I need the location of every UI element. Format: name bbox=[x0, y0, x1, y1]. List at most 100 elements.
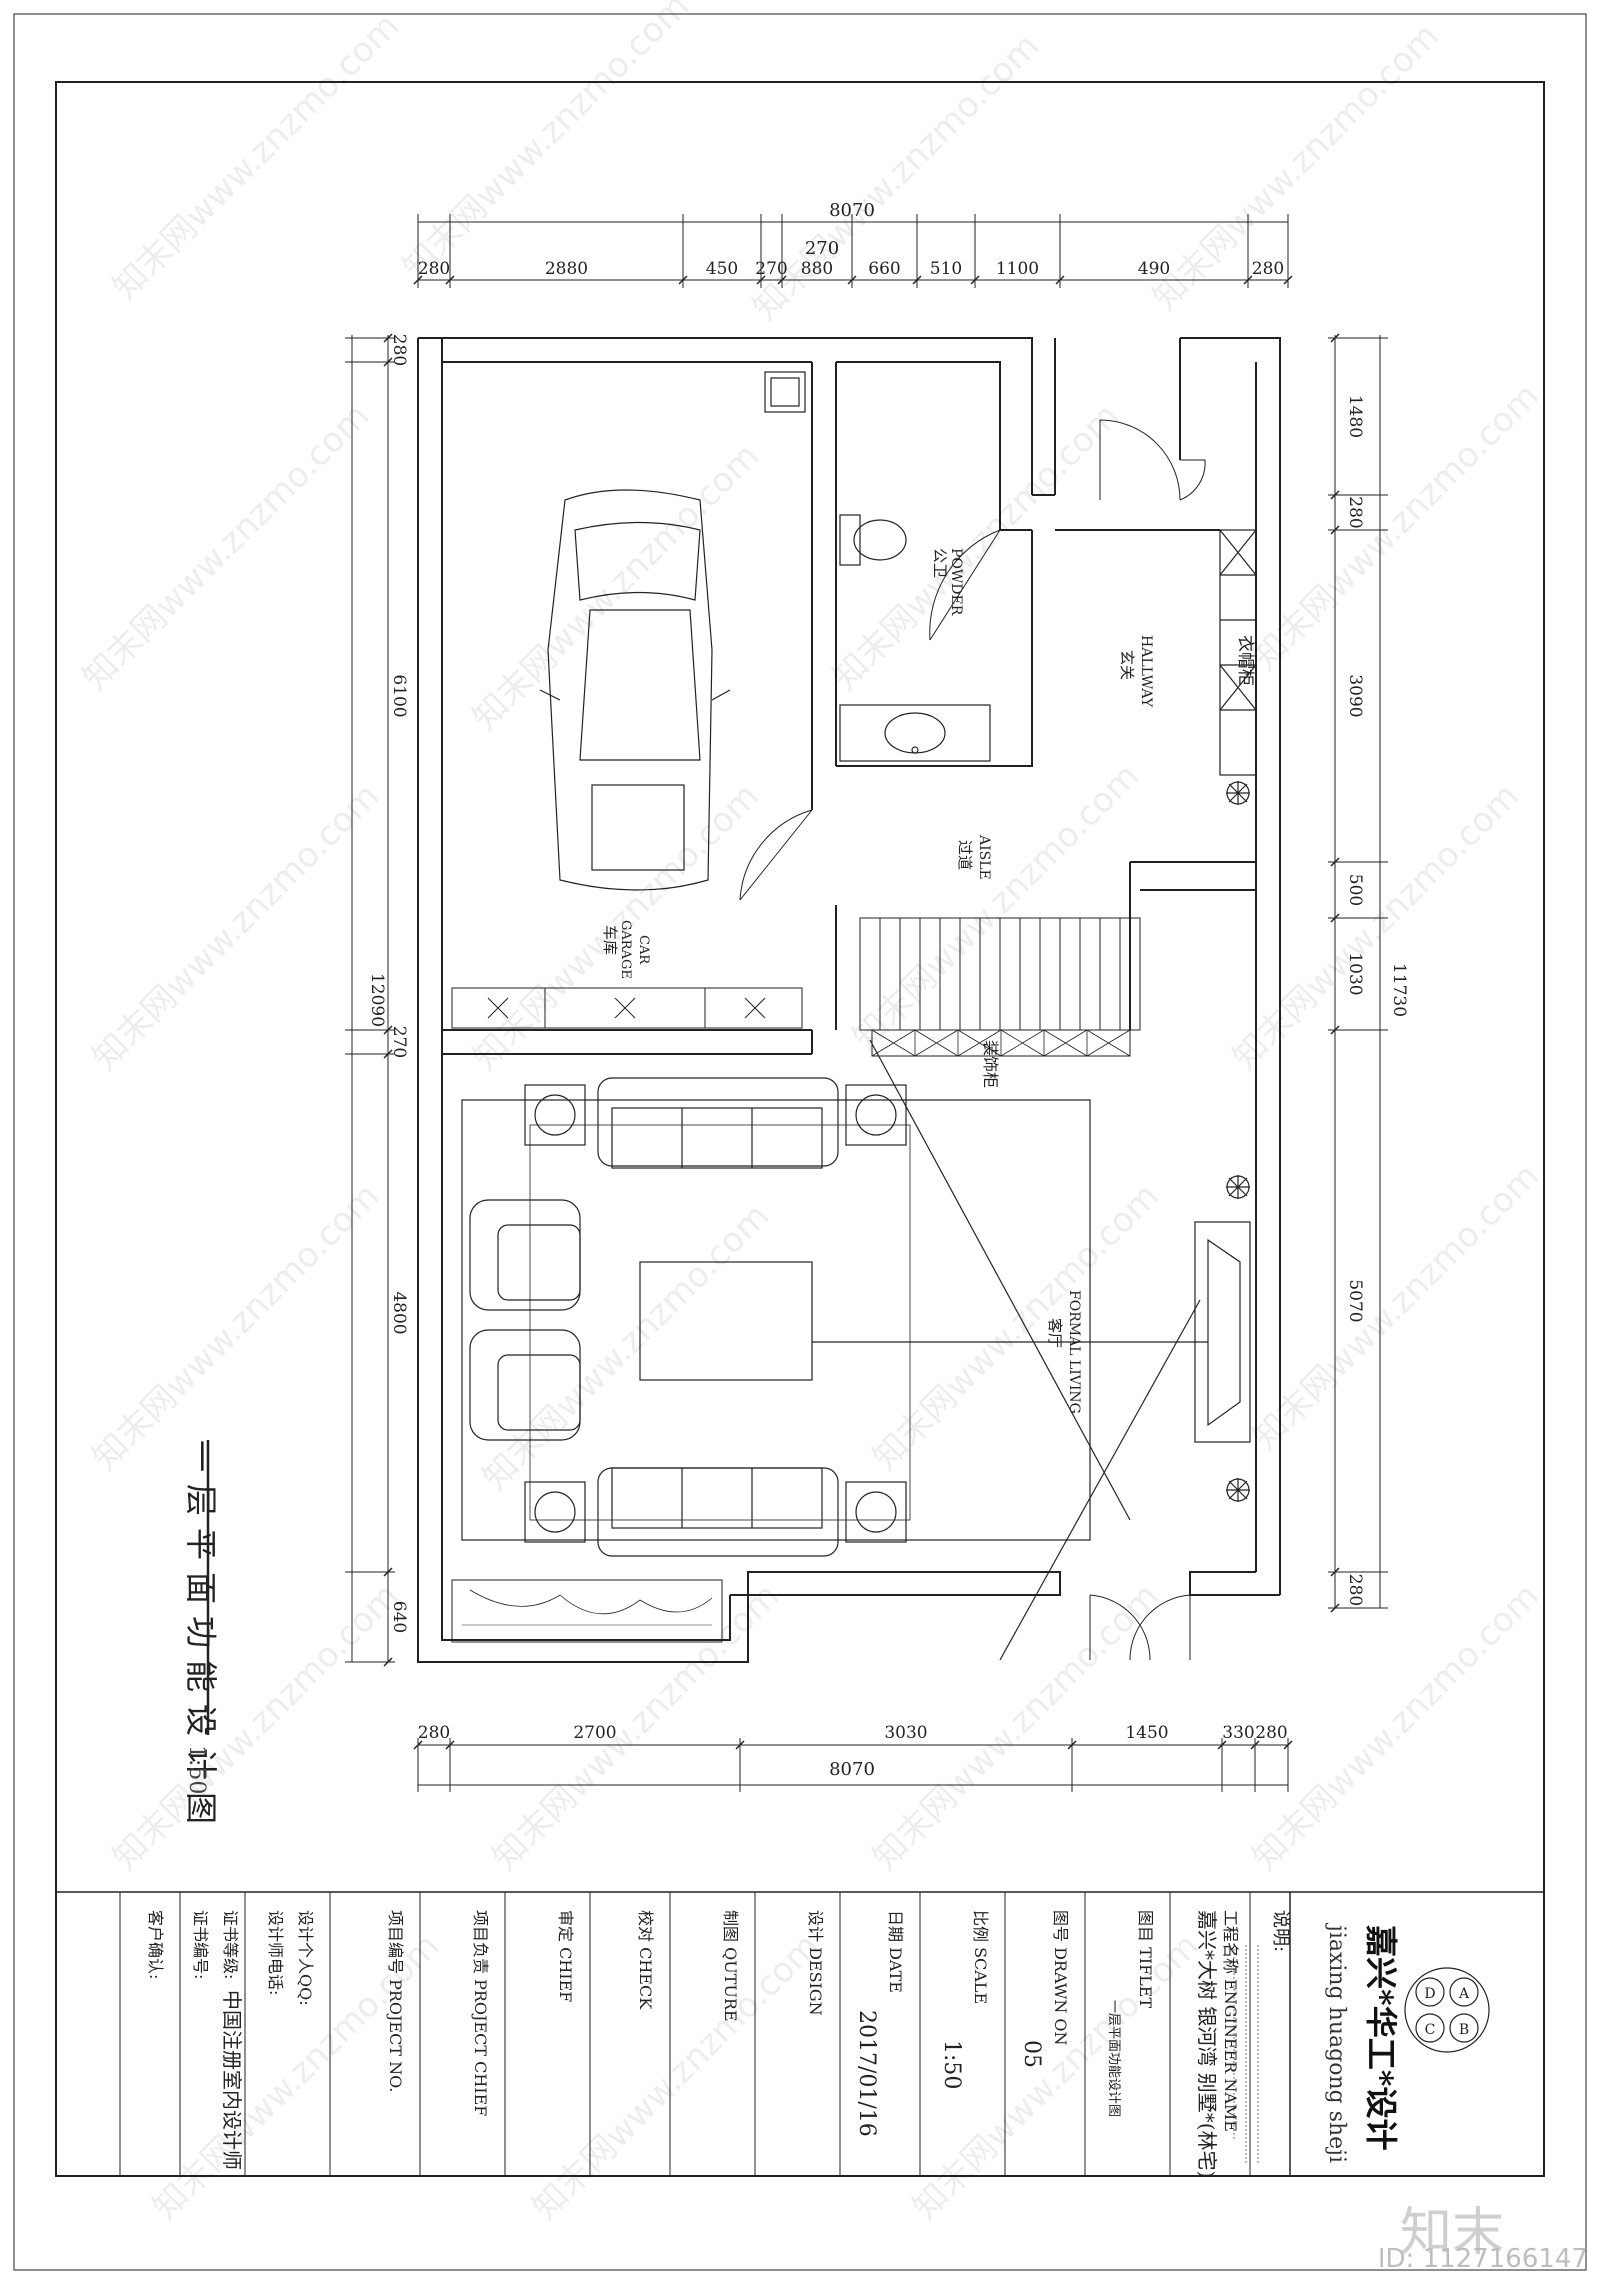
dim-right-seg-1: 280 bbox=[1345, 496, 1365, 528]
cert-no-label: 证书编号: bbox=[191, 1910, 210, 1979]
date-label: 日期 DATE bbox=[886, 1910, 905, 1993]
dim-top-total: 8070 bbox=[829, 200, 875, 221]
dimension-bottom bbox=[418, 1744, 1288, 1786]
scale-label: 比例 SCALE bbox=[971, 1910, 990, 2004]
dim-bottom-seg-3: 1450 bbox=[1125, 1723, 1168, 1743]
dim-left-seg-2: 270 bbox=[389, 1026, 409, 1058]
outer-border bbox=[13, 13, 1587, 2271]
dim-top-seg-2: 450 bbox=[706, 259, 738, 279]
company-cn: 嘉兴*华工*设计 bbox=[1362, 1925, 1400, 2150]
planter bbox=[451, 1579, 723, 1643]
room-label-living: FORMAL LIVING bbox=[1066, 1290, 1082, 1414]
drawn-label: 图号 DRAWN ON bbox=[1051, 1910, 1070, 2046]
note-lines bbox=[1233, 1945, 1259, 2165]
room-label-garage-en1: CAR bbox=[636, 935, 651, 965]
dim-bottom-seg-0: 280 bbox=[418, 1723, 450, 1743]
dim-top-seg-7: 1100 bbox=[996, 259, 1039, 279]
room-label-decor-cabinet: 装饰柜 bbox=[981, 1040, 1000, 1088]
car-icon bbox=[539, 489, 731, 891]
dim-top-mid: 270 bbox=[805, 238, 839, 259]
room-label-aisle-cn: 过道 bbox=[956, 840, 974, 870]
dim-top-seg-4: 880 bbox=[801, 259, 833, 279]
footer-id: ID: 1127166147 bbox=[1377, 2244, 1588, 2274]
logo-letter-1: B bbox=[1459, 2022, 1469, 2038]
room-label-hallway: HALLWAY bbox=[1138, 635, 1154, 708]
title-value: 一层平面功能设计图 bbox=[1106, 2000, 1121, 2117]
company-en: jiaxing huagong sheji bbox=[1324, 1922, 1349, 2163]
dim-right-seg-2: 3090 bbox=[1345, 674, 1365, 717]
logo-letter-2: C bbox=[1425, 2022, 1436, 2038]
dim-bottom-seg-5: 280 bbox=[1255, 1723, 1287, 1743]
engineer-label: 工程名称 ENGINEER NAME bbox=[1221, 1910, 1240, 2132]
room-label-wardrobe: 衣帽柜 bbox=[1235, 635, 1255, 686]
drawing-scale: 1:50 bbox=[184, 1745, 209, 1794]
cert-level-label: 证书等级: bbox=[221, 1910, 240, 1979]
dim-bottom-total: 8070 bbox=[829, 1759, 875, 1780]
room-label-hallway-cn: 玄关 bbox=[1118, 650, 1136, 680]
dim-left-seg-0: 280 bbox=[389, 334, 409, 366]
title-block-logo bbox=[1404, 1967, 1490, 2053]
room-label-aisle: AISLE bbox=[976, 834, 992, 880]
room-label-garage-en2: GARAGE bbox=[618, 920, 633, 979]
wardrobe bbox=[1219, 529, 1257, 776]
design-label: 设计 DESIGN bbox=[806, 1910, 825, 2016]
stairs bbox=[859, 917, 1141, 1031]
dim-bottom-seg-1: 2700 bbox=[573, 1723, 616, 1743]
living-room-furniture bbox=[461, 1039, 1251, 1661]
drawn-value: 05 bbox=[1019, 2040, 1044, 2068]
inner-border bbox=[55, 81, 1545, 2177]
dim-top-seg-9: 280 bbox=[1252, 259, 1284, 279]
dim-bottom-seg-4: 330 bbox=[1222, 1723, 1254, 1743]
dim-top-seg-1: 2880 bbox=[545, 259, 588, 279]
dim-left-seg-4: 640 bbox=[389, 1601, 409, 1633]
culture-label: 制图 QUTURE bbox=[721, 1910, 740, 2022]
room-label-powder-cn: 公卫 bbox=[931, 548, 949, 578]
logo-letter-0: A bbox=[1458, 1986, 1470, 2002]
walls bbox=[417, 337, 1281, 1663]
scale-value: 1:50 bbox=[939, 2040, 964, 2089]
dim-left-seg-3: 4800 bbox=[389, 1291, 409, 1334]
date-value: 2017/01/16 bbox=[854, 2010, 879, 2137]
check-label: 校对 CHECK bbox=[636, 1910, 655, 2010]
logo-letter-3: D bbox=[1424, 1986, 1435, 2002]
dim-right-seg-4: 1030 bbox=[1345, 952, 1365, 995]
dim-top-seg-0: 280 bbox=[418, 259, 450, 279]
note-label: 说明: bbox=[1270, 1910, 1291, 1952]
title-label: 图目 TIFLET bbox=[1136, 1910, 1155, 2008]
drawing-title: 一层平面功能设计图 bbox=[182, 1440, 220, 1836]
engineer-value: 嘉兴*大树 银河湾 别墅*(林宅) bbox=[1195, 1910, 1219, 2178]
dim-right-seg-3: 500 bbox=[1345, 874, 1365, 906]
cert-level-value: 中国注册室内设计师 bbox=[220, 1990, 244, 2170]
project-chief-label: 项目负责 PROJECT CHIEF bbox=[471, 1910, 490, 2116]
doors bbox=[739, 419, 1206, 1661]
footer-brand: 知末 bbox=[1400, 2203, 1505, 2263]
dimension-left bbox=[351, 335, 389, 1662]
dimension-right bbox=[1334, 335, 1381, 1608]
dim-right-seg-5: 5070 bbox=[1345, 1279, 1365, 1322]
decor-cabinet bbox=[871, 1029, 1131, 1057]
powder-room-fixtures bbox=[764, 371, 991, 762]
dim-left-seg-1: 6100 bbox=[389, 674, 409, 717]
phone-label: 设计师电话: bbox=[266, 1910, 285, 1995]
dim-left-total: 12090 bbox=[367, 973, 387, 1027]
plant-icons bbox=[1226, 781, 1250, 1502]
client-label: 客户确认: bbox=[146, 1910, 165, 1979]
garage-cabinets bbox=[451, 987, 803, 1029]
room-label-powder: POWDER bbox=[948, 548, 964, 616]
dim-left-segments: 280 6100 270 4800 640 12090 bbox=[345, 333, 409, 1667]
dim-right-seg-0: 1480 bbox=[1345, 395, 1365, 438]
chief-label: 审定 CHIEF bbox=[556, 1910, 575, 2002]
dim-bottom-seg-2: 3030 bbox=[884, 1723, 927, 1743]
dim-top-seg-5: 660 bbox=[868, 259, 900, 279]
title-block bbox=[56, 1891, 1544, 2176]
dim-top-seg-8: 490 bbox=[1138, 259, 1170, 279]
dim-top-seg-6: 510 bbox=[930, 259, 962, 279]
dimension-top bbox=[413, 214, 1293, 288]
logo-letters: A B C D bbox=[1424, 1986, 1470, 2038]
room-label-living-cn: 客厅 bbox=[1046, 1318, 1064, 1348]
